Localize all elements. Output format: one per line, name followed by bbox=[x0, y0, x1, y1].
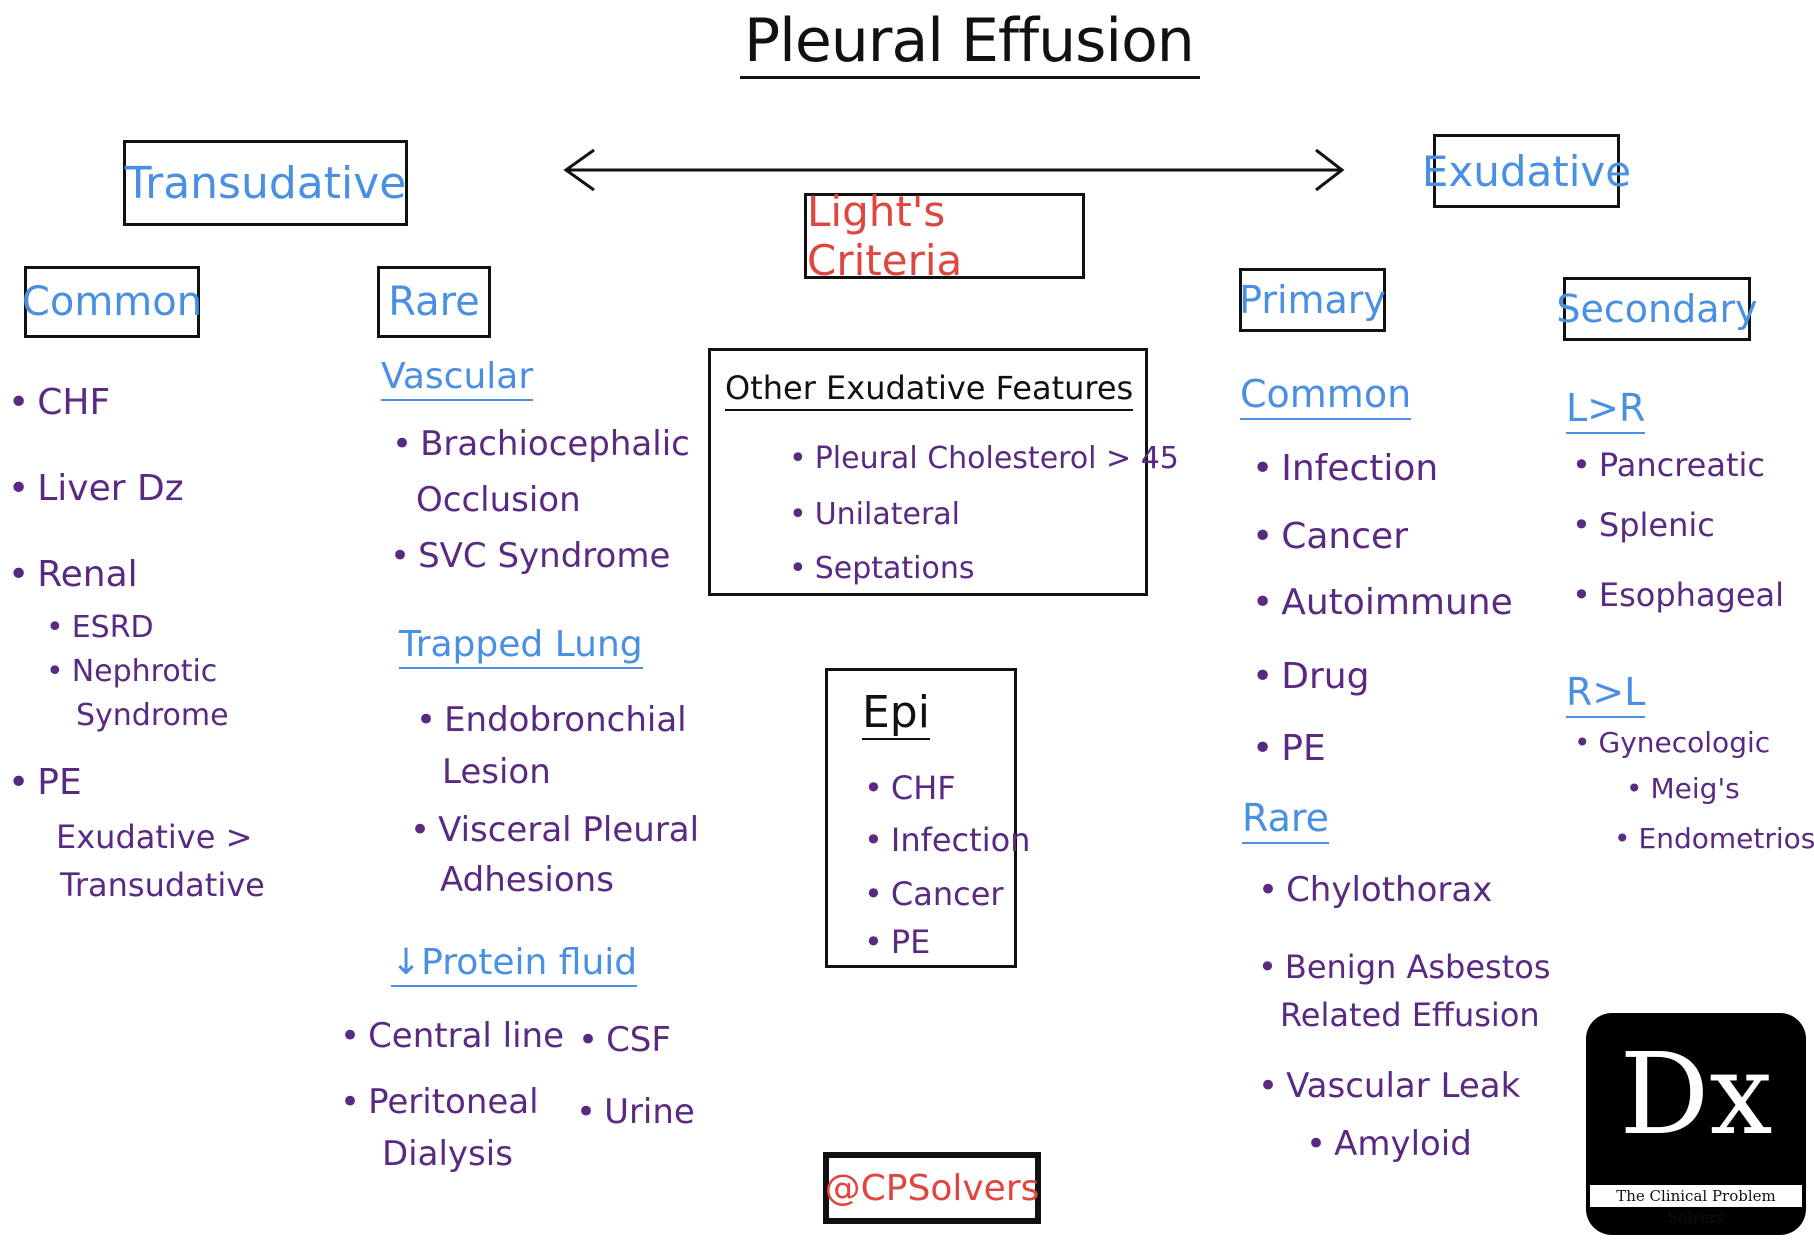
primary-rare-heading: Rare bbox=[1242, 796, 1330, 844]
list-item: Infection bbox=[1252, 448, 1438, 489]
list-item: Septations bbox=[789, 551, 975, 586]
transudative-rare-label: Rare bbox=[388, 279, 480, 325]
list-item: Transudative bbox=[60, 866, 265, 904]
list-item: Unilateral bbox=[789, 497, 960, 532]
list-item: Esophageal bbox=[1572, 576, 1784, 614]
secondary-label: Secondary bbox=[1556, 287, 1758, 331]
exudative-label: Exudative bbox=[1421, 146, 1632, 196]
list-item: Cancer bbox=[864, 875, 1004, 913]
transudative-rare-box: Rare bbox=[377, 266, 491, 338]
list-item: CHF bbox=[864, 769, 956, 807]
l-gt-r-heading: L>R bbox=[1566, 386, 1646, 434]
list-item: Endometriosis bbox=[1614, 822, 1814, 855]
list-item: Meig's bbox=[1626, 772, 1740, 805]
transudative-common-box: Common bbox=[21, 266, 203, 338]
list-item: Splenic bbox=[1572, 506, 1715, 544]
list-item: Urine bbox=[576, 1092, 695, 1132]
list-item: PE bbox=[8, 762, 81, 803]
secondary-box: Secondary bbox=[1556, 277, 1758, 341]
list-item: Renal bbox=[8, 554, 137, 595]
logo-name: The Clinical Problem Solvers bbox=[1590, 1185, 1802, 1227]
list-item: CHF bbox=[8, 382, 110, 423]
list-item: Infection bbox=[864, 821, 1031, 859]
list-item: Autoimmune bbox=[1252, 582, 1513, 623]
double-arrow-icon bbox=[563, 148, 1345, 192]
other-features-heading: Other Exudative Features bbox=[725, 369, 1134, 411]
list-item: Drug bbox=[1252, 656, 1369, 697]
list-item: Chylothorax bbox=[1258, 870, 1492, 910]
list-item: Related Effusion bbox=[1280, 996, 1540, 1034]
list-item: Nephrotic bbox=[46, 654, 218, 689]
exudative-box: Exudative bbox=[1422, 134, 1631, 208]
list-item: Occlusion bbox=[416, 480, 581, 520]
other-features-box: Other Exudative Features Pleural Cholest… bbox=[708, 348, 1179, 596]
transudative-box: Transudative bbox=[123, 140, 408, 226]
list-item: CSF bbox=[578, 1020, 671, 1060]
transudative-label: Transudative bbox=[124, 157, 407, 209]
primary-label: Primary bbox=[1239, 278, 1386, 322]
protein-fluid-heading: ↓Protein fluid bbox=[391, 942, 638, 987]
epi-box: Epi CHF Infection Cancer PE bbox=[825, 668, 1030, 968]
list-item: Pleural Cholesterol > 45 bbox=[789, 441, 1179, 476]
list-item: Dialysis bbox=[382, 1134, 513, 1174]
list-item: Vascular Leak bbox=[1258, 1066, 1520, 1106]
vascular-heading: Vascular bbox=[381, 356, 534, 401]
page-title: Pleural Effusion bbox=[740, 6, 1200, 79]
trapped-lung-heading: Trapped Lung bbox=[399, 624, 643, 669]
list-item: Syndrome bbox=[76, 698, 229, 733]
list-item: Cancer bbox=[1252, 516, 1408, 557]
list-item: Brachiocephalic bbox=[392, 424, 690, 464]
list-item: Endobronchial bbox=[416, 700, 687, 740]
list-item: ESRD bbox=[46, 610, 154, 645]
list-item: PE bbox=[864, 923, 931, 961]
list-item: Amyloid bbox=[1306, 1124, 1472, 1164]
list-item: Peritoneal bbox=[340, 1082, 539, 1122]
list-item: Adhesions bbox=[440, 860, 614, 900]
list-item: Gynecologic bbox=[1574, 726, 1771, 759]
list-item: Pancreatic bbox=[1572, 446, 1765, 484]
transudative-common-label: Common bbox=[21, 279, 203, 325]
lights-criteria-box: Light's Criteria bbox=[804, 187, 1085, 285]
list-item: SVC Syndrome bbox=[390, 536, 670, 576]
list-item: Exudative > bbox=[56, 818, 253, 856]
list-item: PE bbox=[1252, 728, 1325, 769]
list-item: Central line bbox=[340, 1016, 564, 1056]
handle-box: @CPSolvers bbox=[823, 1152, 1041, 1224]
r-gt-l-heading: R>L bbox=[1566, 670, 1646, 718]
list-item: Benign Asbestos bbox=[1258, 948, 1551, 986]
logo-mark: Dx bbox=[1619, 1030, 1773, 1160]
list-item: Lesion bbox=[442, 752, 551, 792]
cps-logo: Dx The Clinical Problem Solvers bbox=[1586, 1013, 1806, 1235]
list-item: Visceral Pleural bbox=[410, 810, 699, 850]
epi-heading: Epi bbox=[862, 687, 930, 740]
list-item: Liver Dz bbox=[8, 468, 183, 509]
primary-common-heading: Common bbox=[1240, 372, 1412, 420]
lights-criteria-label: Light's Criteria bbox=[807, 187, 963, 285]
primary-box: Primary bbox=[1239, 268, 1386, 332]
handle-label: @CPSolvers bbox=[824, 1167, 1040, 1209]
